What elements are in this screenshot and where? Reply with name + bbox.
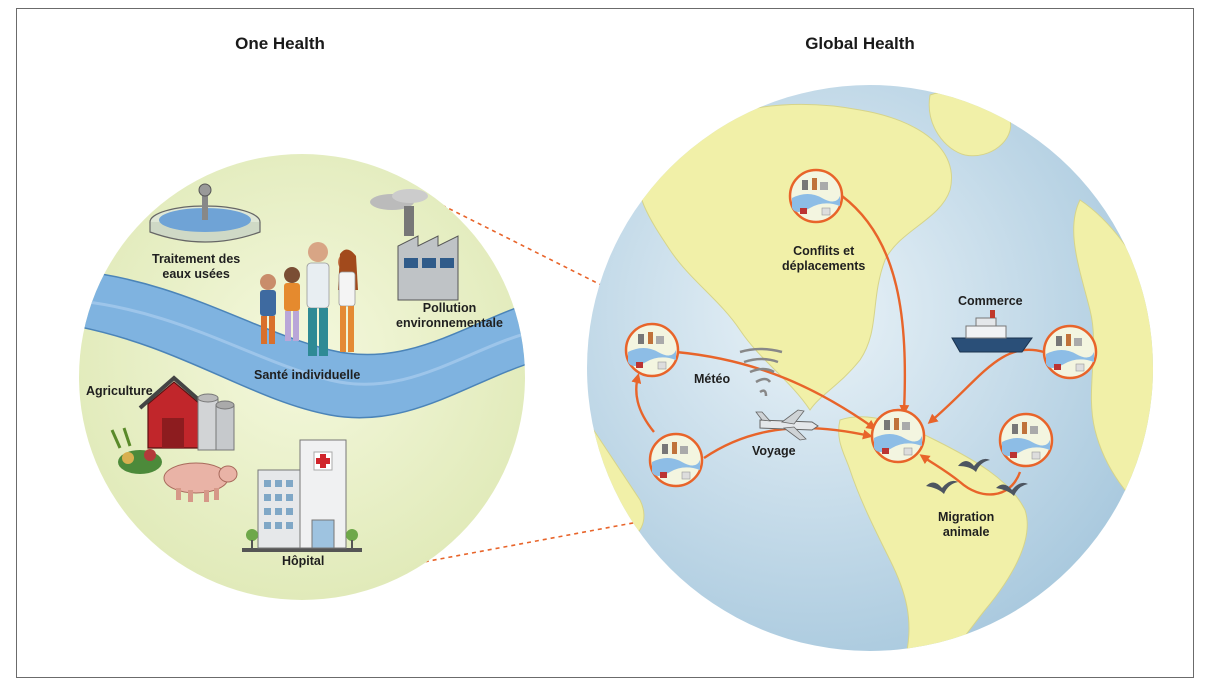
river	[79, 269, 525, 419]
label-individual-health: Santé individuelle	[254, 368, 361, 382]
label-travel: Voyage	[752, 444, 796, 458]
title-one-health: One Health	[235, 34, 325, 53]
vegetables-icon	[110, 427, 162, 474]
label-conflicts: Conflits et déplacements	[782, 244, 866, 273]
wastewater-tank-icon	[149, 183, 261, 243]
ship-icon	[951, 310, 1033, 353]
mini-circle-center	[870, 408, 926, 464]
arrow-conflicts	[841, 195, 910, 415]
mini-circle-commerce	[1042, 324, 1098, 380]
arrow-commerce	[927, 348, 1045, 424]
arrow-weather	[675, 350, 877, 430]
cyclone-icon	[739, 347, 783, 397]
barn-icon	[138, 375, 235, 451]
factory-icon	[370, 189, 459, 301]
label-commerce: Commerce	[958, 294, 1023, 308]
label-pollution: Pollution environnementale	[396, 301, 503, 330]
airplane-icon	[755, 409, 819, 441]
mini-circle-travel	[648, 432, 704, 488]
mini-circle-migration	[998, 412, 1054, 468]
label-agriculture: Agriculture	[86, 384, 153, 398]
arrow-pacific-up	[631, 373, 655, 433]
hospital-icon	[242, 439, 362, 552]
bird-icon	[926, 458, 1028, 496]
mini-circle-conflicts	[788, 168, 844, 224]
label-hospital: Hôpital	[282, 554, 325, 568]
label-weather: Météo	[694, 372, 731, 386]
north-america-land	[636, 103, 952, 411]
mini-circle-weather	[624, 322, 680, 378]
label-migration: Migration animale	[938, 510, 995, 539]
pig-icon	[163, 462, 238, 502]
title-global-health: Global Health	[805, 34, 915, 53]
label-wastewater: Traitement des eaux usées	[152, 252, 241, 281]
family-icon	[260, 242, 358, 356]
